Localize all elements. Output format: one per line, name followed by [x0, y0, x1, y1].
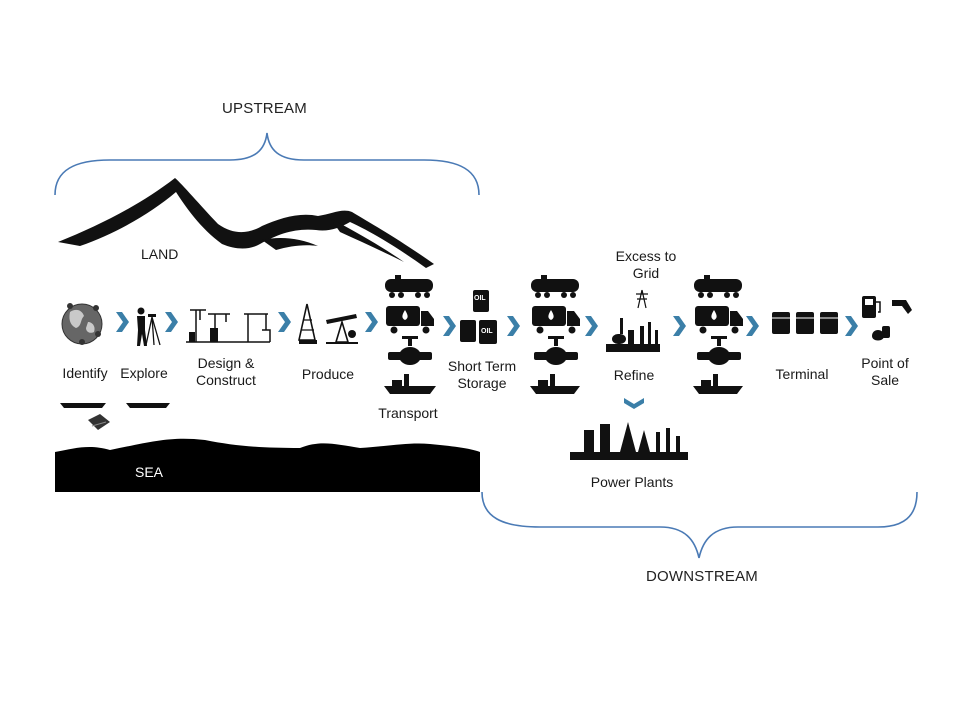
step-terminal: Terminal	[775, 366, 829, 382]
step-explore: Explore	[120, 365, 168, 381]
oil-rig-icon	[298, 303, 317, 344]
upstream-label: UPSTREAM	[222, 100, 307, 117]
pipeline-valve-icon	[534, 336, 578, 365]
downstream-label: DOWNSTREAM	[646, 568, 758, 585]
ship-icon	[693, 374, 743, 394]
power-plant-icon	[570, 422, 688, 460]
step-power-plants: Power Plants	[590, 474, 674, 490]
land-label: LAND	[141, 246, 179, 262]
chevron-icon	[165, 312, 178, 332]
step-transport: Transport	[378, 405, 438, 421]
sea-label: SEA	[135, 464, 164, 480]
step-design-construct: Design & Construct	[196, 355, 256, 388]
chevron-icon	[443, 316, 456, 336]
mountain-range	[58, 178, 434, 268]
oil-barrel-label: OIL	[481, 328, 493, 335]
chevron-icon	[673, 316, 686, 336]
fuel-nozzle-icon	[872, 300, 912, 341]
chevron-icon	[845, 316, 858, 336]
refinery-icon	[606, 318, 660, 352]
chevron-icon	[116, 312, 129, 332]
fuel-pump-icon	[862, 296, 881, 318]
drill-bit-icon	[88, 414, 110, 430]
step-short-term-storage: Short Term Storage	[447, 358, 517, 391]
storage-tank-icon	[772, 312, 838, 334]
power-line-icon	[636, 289, 648, 309]
sea-block	[55, 438, 480, 492]
tanker-truck-icon	[695, 306, 743, 334]
chevron-icon	[365, 312, 378, 332]
oil-barrel-label: OIL	[474, 295, 486, 302]
step-excess-to-grid: Excess to Grid	[615, 248, 677, 281]
pipeline-valve-icon	[388, 336, 432, 365]
step-refine: Refine	[613, 367, 655, 383]
step-identify: Identify	[62, 365, 108, 381]
downstream-brace	[481, 491, 918, 559]
oil-barrel-icon	[460, 290, 497, 344]
ship-icon	[530, 374, 580, 394]
surveyor-icon	[137, 307, 161, 346]
ship-icon	[60, 403, 170, 408]
globe-icon	[61, 303, 103, 345]
chevron-icon	[278, 312, 291, 332]
tanker-truck-icon	[532, 306, 580, 334]
upstream-brace	[54, 132, 480, 196]
chevron-icon	[746, 316, 759, 336]
rail-tank-car-icon	[694, 275, 742, 298]
flow-chevrons	[116, 312, 858, 409]
pipeline-valve-icon	[697, 336, 741, 365]
pumpjack-icon	[326, 314, 358, 344]
ship-icon	[384, 374, 436, 394]
step-produce: Produce	[301, 366, 355, 382]
chevron-down-icon	[624, 398, 644, 409]
tanker-truck-icon	[386, 306, 434, 334]
step-point-of-sale: Point of Sale	[861, 355, 909, 388]
chevron-icon	[507, 316, 520, 336]
rail-tank-car-icon	[385, 275, 433, 298]
rail-tank-car-icon	[531, 275, 579, 298]
chevron-icon	[585, 316, 598, 336]
crane-icon	[186, 309, 271, 343]
